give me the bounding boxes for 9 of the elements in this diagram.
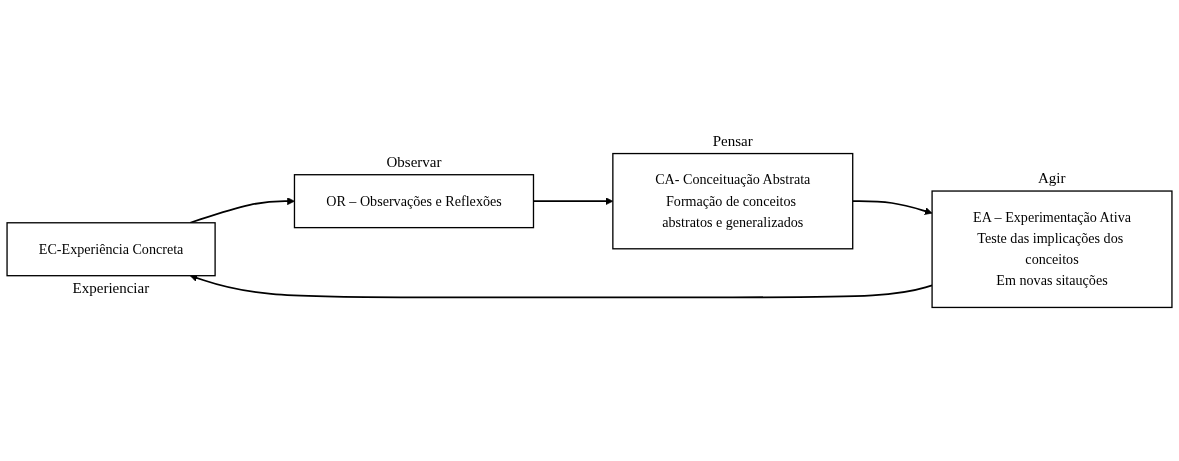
process-box: EA – Experimentação Ativa Teste das implicações dos conceitos Em novas sitauções (931, 190, 1173, 309)
stage-label: Observar (386, 153, 442, 171)
process-box: CA- Conceituação Abstrata Formação de conceitos abstratos e generalizados (612, 152, 854, 250)
process-box: OR – Observações e Reflexões (293, 174, 535, 229)
stage-label: Pensar (712, 132, 753, 150)
process-box: EC-Experiência Concreta (6, 222, 216, 277)
stage-label: Experienciar (72, 279, 150, 297)
arrow (189, 274, 933, 299)
stage-label: Agir (1038, 170, 1066, 188)
